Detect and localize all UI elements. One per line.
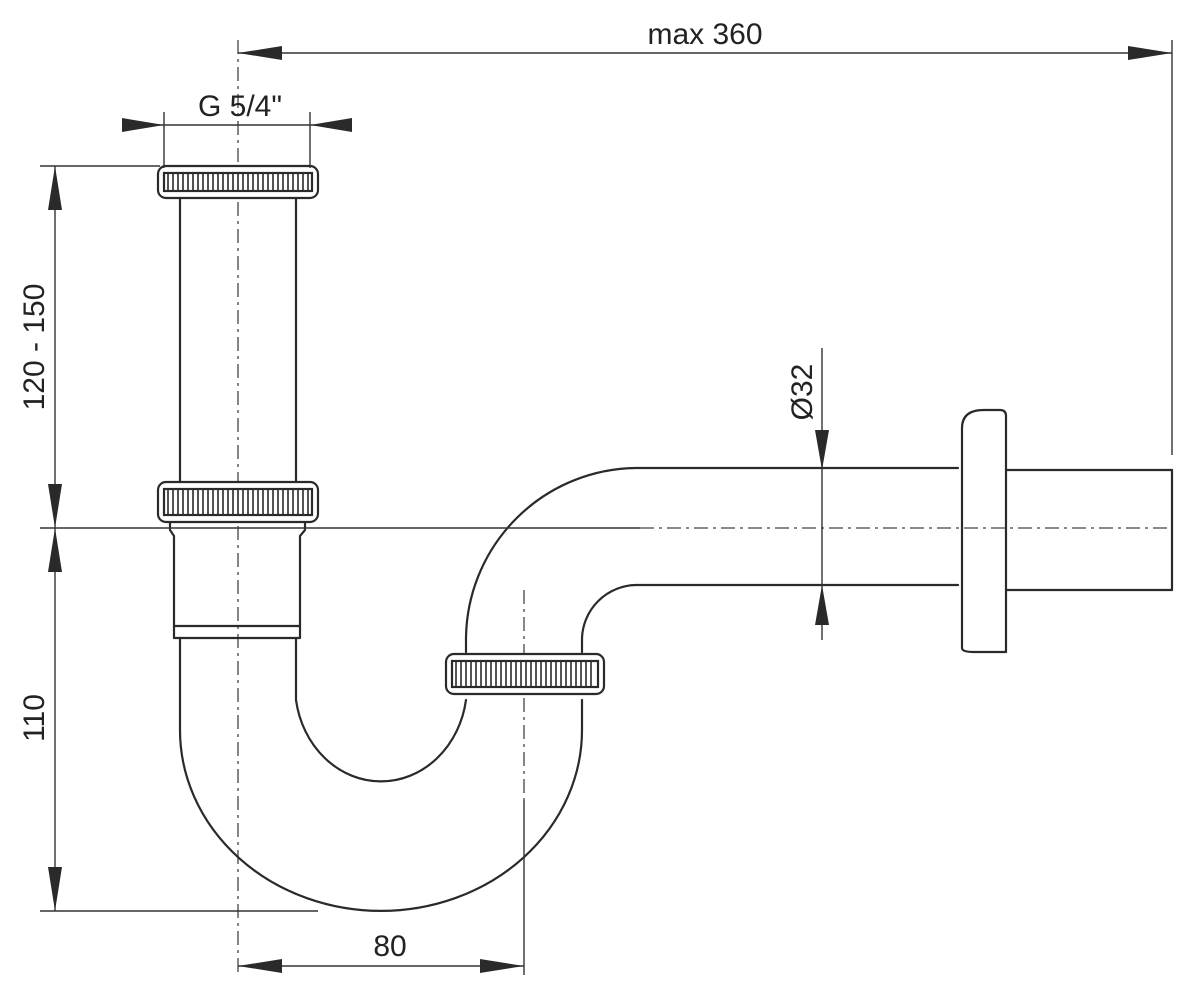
dimension-trap-depth: 110: [18, 528, 318, 912]
dimension-thread: G 5/4": [122, 90, 352, 168]
tube-height-top-arrow: [48, 166, 62, 210]
total-length-label: max 360: [647, 18, 762, 51]
tube-height-label: 120 - 150: [18, 284, 51, 411]
u-bend-inner-wall: [294, 636, 468, 783]
thread-label: G 5/4": [198, 90, 282, 123]
socket-body: [168, 520, 307, 640]
diameter-top-arrow: [815, 430, 829, 470]
siphon-body: [156, 164, 1174, 912]
center-lines: [237, 40, 1170, 975]
trap-union-nut: [444, 652, 606, 696]
thread-right-arrow: [310, 118, 352, 132]
outlet-diameter-label: Ø32: [786, 364, 819, 421]
wall-rosette: [960, 408, 1008, 654]
tube-height-bottom-arrow: [48, 484, 62, 528]
trap-depth-bottom-arrow: [48, 867, 62, 911]
trap-depth-label: 110: [18, 694, 51, 742]
middle-union-nut: [156, 480, 320, 524]
outlet-bend-outer-wall: [464, 466, 960, 654]
thread-left-arrow: [122, 118, 164, 132]
trap-depth-top-arrow: [48, 528, 62, 572]
dimension-offset: 80: [238, 800, 525, 975]
dimension-tube-height: 120 - 150: [18, 165, 160, 528]
dimension-total-length: max 360: [238, 18, 1173, 455]
dimension-outlet-diameter: Ø32: [786, 348, 829, 640]
total-length-right-arrow: [1128, 46, 1172, 60]
offset-left-arrow: [238, 959, 282, 973]
offset-right-arrow: [480, 959, 524, 973]
diameter-bottom-arrow: [815, 585, 829, 625]
total-length-left-arrow: [238, 46, 282, 60]
u-bend-outer-wall: [178, 636, 584, 912]
offset-label: 80: [373, 930, 406, 963]
top-union-nut: [156, 164, 320, 200]
outlet-bend-inner-wall: [580, 583, 960, 654]
